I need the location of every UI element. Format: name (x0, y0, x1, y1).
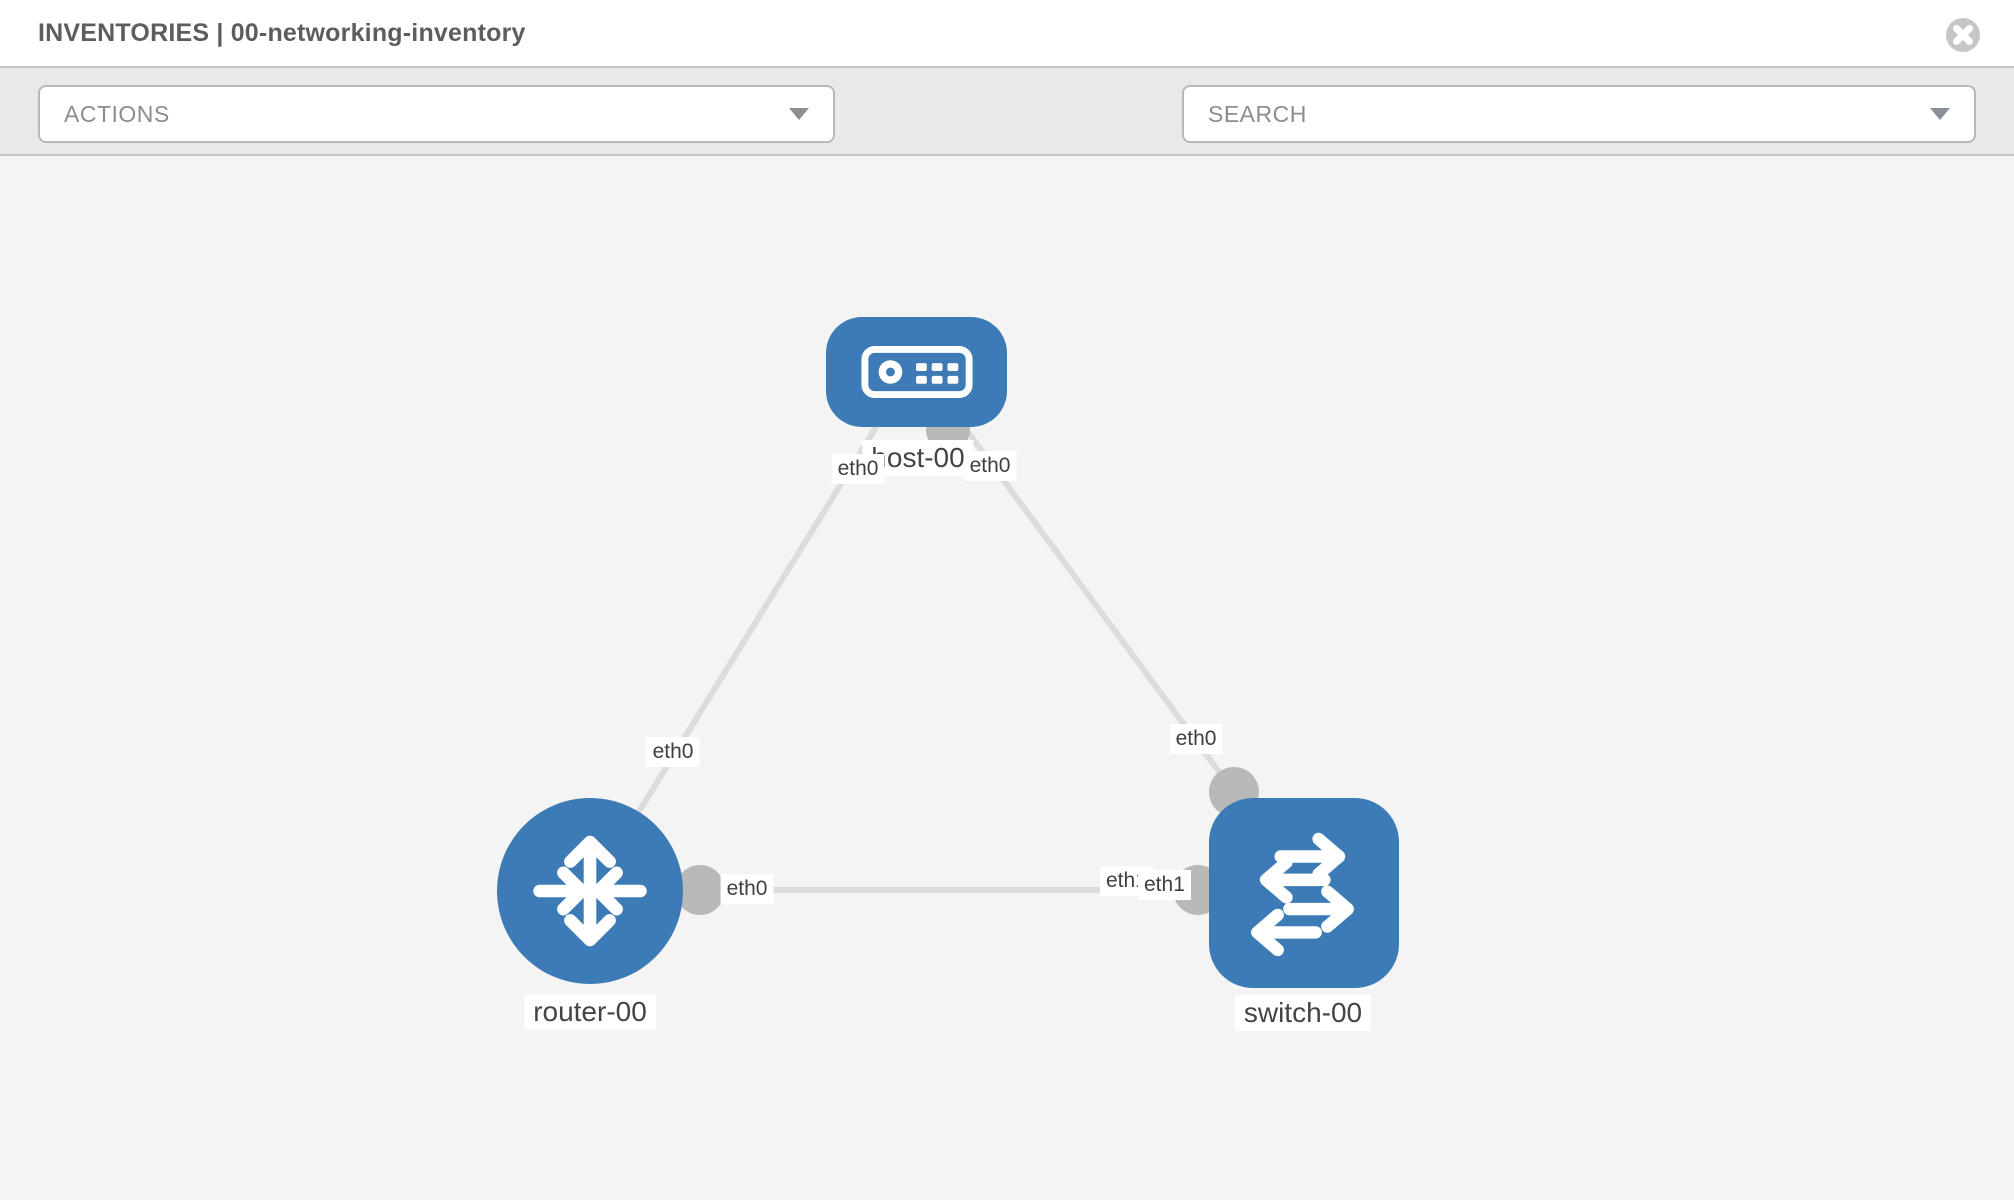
node-router-00[interactable] (497, 798, 683, 984)
close-button[interactable] (1944, 16, 1982, 54)
node-label-switch: switch-00 (1234, 995, 1372, 1031)
actions-dropdown-label: ACTIONS (64, 100, 170, 127)
host-icon (860, 345, 973, 399)
interface-label-router-top: eth0 (646, 737, 700, 767)
header: INVENTORIES | 00-networking-inventory (0, 0, 2014, 68)
links-layer (587, 408, 1259, 915)
search-dropdown[interactable]: SEARCH (1182, 85, 1976, 143)
node-label-router: router-00 (524, 994, 656, 1030)
chevron-down-icon (1930, 108, 1950, 120)
toolbar: ACTIONS SEARCH (0, 68, 2014, 200)
actions-dropdown[interactable]: ACTIONS (38, 85, 835, 143)
page-title: INVENTORIES | 00-networking-inventory (38, 19, 526, 47)
node-host-00[interactable] (826, 317, 1007, 427)
search-dropdown-label: SEARCH (1208, 100, 1307, 127)
router-icon (533, 835, 647, 947)
interface-label-switch-left-front: eth1 (1138, 870, 1191, 900)
interface-label-router-right: eth0 (720, 874, 774, 904)
close-icon (1946, 18, 1980, 52)
topology-canvas[interactable]: host-00 router-00 switch-00 eth0 eth0 et… (0, 156, 2014, 1200)
interface-label-switch-top: eth0 (1169, 724, 1223, 754)
switch-icon (1251, 832, 1355, 957)
chevron-down-icon (789, 108, 809, 120)
interface-label-host-eth0-left: eth0 (831, 454, 885, 484)
node-switch-00[interactable] (1209, 798, 1399, 988)
interface-label-host-eth0-right: eth0 (963, 451, 1017, 481)
connector-router-right (675, 865, 725, 915)
